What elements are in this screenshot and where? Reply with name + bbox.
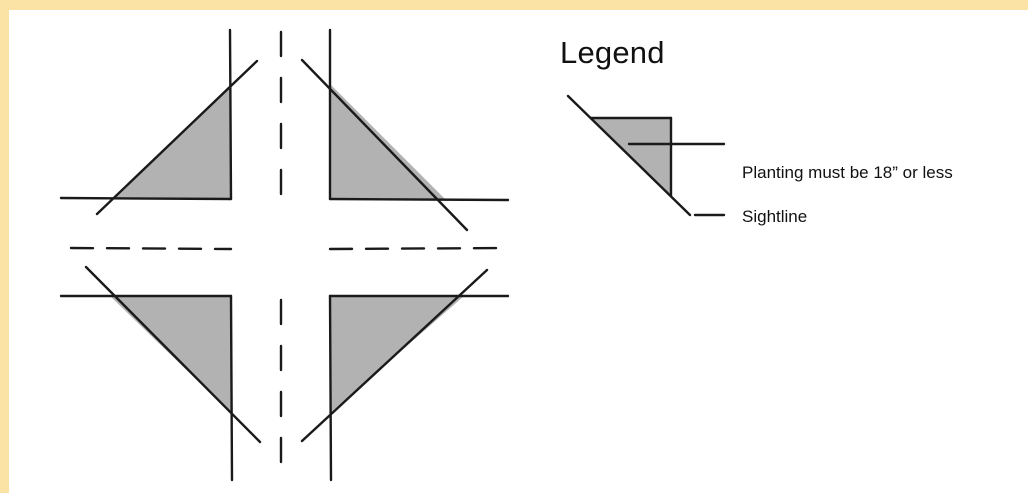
planting-area-top-right (330, 84, 445, 199)
planting-height-label: Planting must be 18” or less (742, 163, 953, 182)
road-edge-top-left (59, 196, 233, 201)
road-edge-left-top (228, 28, 233, 201)
intersection-diagram (59, 28, 726, 482)
center-line-horizontal-right (328, 246, 510, 251)
sightline-bottom-left (84, 265, 262, 444)
road-edge-top-right (328, 197, 510, 202)
legend-title: Legend (560, 35, 665, 70)
sightline-top-left (95, 59, 259, 216)
sightline-bottom-right (300, 268, 489, 443)
sightline-top-right (300, 58, 469, 232)
legend-sightline (566, 94, 692, 217)
diagram-panel: Legend Planting must be 18” or less Sigh… (9, 10, 1028, 493)
road-edge-left-bottom (229, 294, 234, 482)
center-line-horizontal-left (69, 246, 233, 251)
road-edge-right-bottom (328, 294, 333, 482)
sightline-label: Sightline (742, 207, 808, 226)
